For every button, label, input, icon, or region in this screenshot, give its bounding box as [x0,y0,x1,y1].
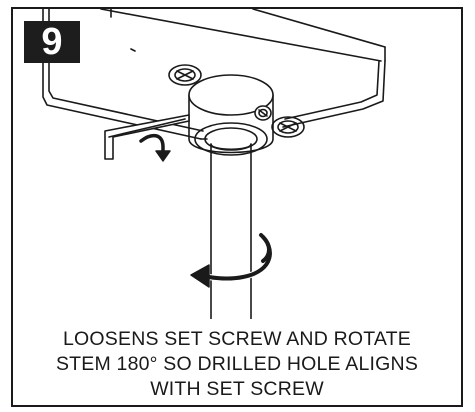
rotate-arrow-icon [139,133,171,162]
instruction-caption: LOOSENS SET SCREW AND ROTATE STEM 180° S… [13,327,461,402]
set-screw-collar-icon [188,74,274,156]
stem-icon [210,143,252,319]
allen-key-icon [104,114,190,160]
mounting-screw-icon [271,116,305,138]
caption-line: LOOSENS SET SCREW AND ROTATE [63,328,411,350]
bracket-plate [42,9,386,140]
step-number-badge: 9 [24,21,80,63]
assembly-illustration [42,9,386,319]
caption-line: STEM 180° SO DRILLED HOLE ALIGNS [55,353,419,375]
caption-line: WITH SET SCREW [150,378,324,400]
rotate-arrow-icon [190,232,273,288]
mounting-screw-icon [168,64,202,86]
instruction-panel: 9 LOOSENS SET SCREW AND ROTATE STEM 180°… [11,7,463,407]
